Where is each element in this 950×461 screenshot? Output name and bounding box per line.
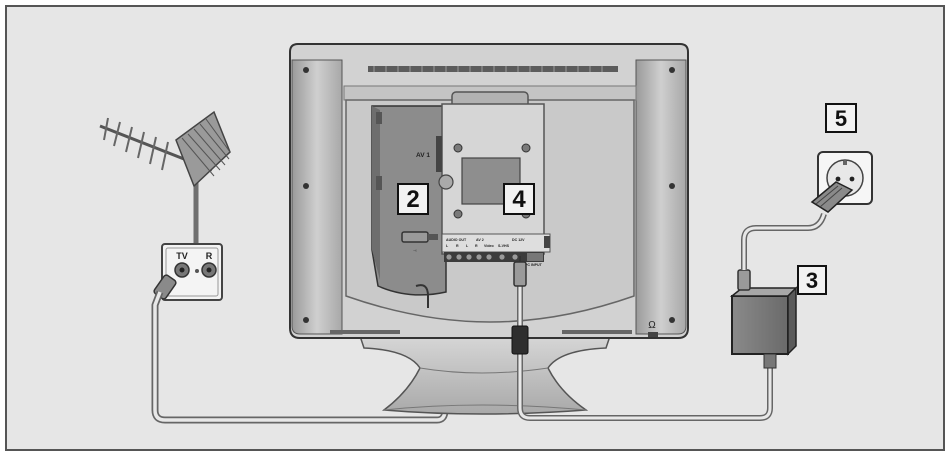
- port-r2-label: R: [475, 244, 478, 248]
- headphone-jack: [648, 332, 658, 337]
- ferrite-core: [511, 325, 529, 355]
- port-r1-label: R: [456, 244, 459, 248]
- svg-text:⊣: ⊣: [413, 248, 417, 253]
- left-side-grip: [291, 59, 343, 335]
- callout-2-number: 2: [406, 186, 419, 213]
- callout-5: 5: [825, 103, 857, 133]
- antenna-icon: [99, 110, 231, 245]
- svhs-label: S-VHS: [498, 244, 510, 248]
- av2-label: AV 2: [476, 238, 484, 242]
- mains-plug: [810, 181, 854, 213]
- tv-back-panel: AV 1 AUDIO OUT AV 2 Video S-VHS DC 12V L…: [289, 43, 689, 339]
- dc12v-label: DC 12V: [512, 238, 525, 242]
- callout-3-number: 3: [806, 268, 818, 293]
- audio-out-label: AUDIO OUT: [446, 238, 467, 242]
- callout-2: 2: [397, 183, 429, 215]
- callout-4: 4: [503, 183, 535, 215]
- callout-5-number: 5: [835, 106, 847, 131]
- right-side-grip: [635, 59, 687, 335]
- av1-label: AV 1: [416, 152, 430, 159]
- callout-4-number: 4: [512, 186, 526, 213]
- headphone-symbol: Ω: [648, 320, 656, 331]
- aerial-plug-tv: ⊣: [401, 231, 438, 253]
- bottom-vent-left: [330, 330, 400, 334]
- adapter-mains-connector: [737, 269, 751, 291]
- cable-clip: [415, 284, 429, 308]
- video-label: Video: [484, 244, 495, 248]
- socket-tv-label: TV: [176, 251, 188, 261]
- pc-input-label: PC INPUT: [525, 263, 543, 267]
- port-l1-label: L: [446, 244, 449, 248]
- top-vent: [368, 66, 618, 72]
- callout-3: 3: [797, 265, 827, 295]
- port-l2-label: L: [466, 244, 469, 248]
- dc-plug: [513, 256, 527, 287]
- port-row: [444, 252, 544, 262]
- socket-r-label: R: [206, 251, 213, 261]
- bottom-vent-right: [562, 330, 632, 334]
- aerial-wall-socket: TV R: [161, 243, 223, 301]
